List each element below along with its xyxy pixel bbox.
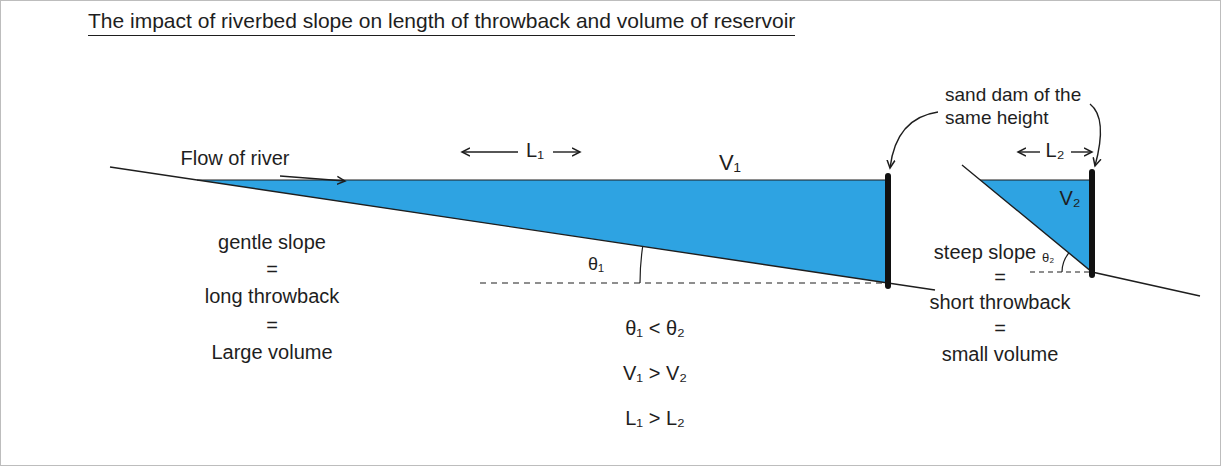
length-label: L₁ [526, 138, 544, 162]
angle-label: θ₁ [588, 254, 604, 276]
length-arrow [462, 151, 518, 152]
comparison: V₁ > V₂ [623, 361, 687, 385]
slope-note: small volume [942, 342, 1059, 366]
sand-dam [1089, 172, 1095, 275]
sand-dam [885, 176, 891, 286]
slope-note: long throwback [205, 284, 340, 308]
angle-label: θ₂ [1042, 250, 1054, 266]
water-surface [197, 179, 888, 180]
slope-note: Large volume [211, 340, 332, 364]
dam-note: sand dam of the same height [945, 84, 1120, 130]
flow-label: Flow of river [181, 146, 290, 170]
equals-sign: = [266, 313, 278, 337]
length-arrow [553, 151, 580, 152]
riverbed-line [962, 165, 1200, 296]
equals-sign: = [266, 257, 278, 281]
title: The impact of riverbed slope on length o… [88, 8, 795, 36]
volume-label: V₂ [1059, 186, 1080, 210]
leader-arrow [890, 112, 938, 168]
length-arrow [1018, 151, 1040, 152]
equals-sign: = [994, 316, 1006, 340]
water-surface [980, 179, 1092, 180]
equals-sign: = [994, 265, 1006, 289]
slope-note: gentle slope [218, 230, 326, 254]
length-arrow [1071, 151, 1092, 152]
volume-label: V₁ [719, 150, 741, 176]
angle-arc [640, 246, 643, 283]
comparison: L₁ > L₂ [625, 406, 685, 430]
riverbed-line [110, 167, 935, 290]
slope-note: steep slope [934, 240, 1036, 264]
flow-arrow [280, 176, 345, 181]
angle-arc [1062, 253, 1069, 272]
comparison: θ₁ < θ₂ [625, 316, 685, 340]
horizontal-reference [480, 282, 888, 283]
leader-arrow [1090, 104, 1100, 166]
length-label: L₂ [1046, 138, 1065, 162]
horizontal-reference [1030, 271, 1092, 272]
slope-note: short throwback [929, 290, 1070, 314]
